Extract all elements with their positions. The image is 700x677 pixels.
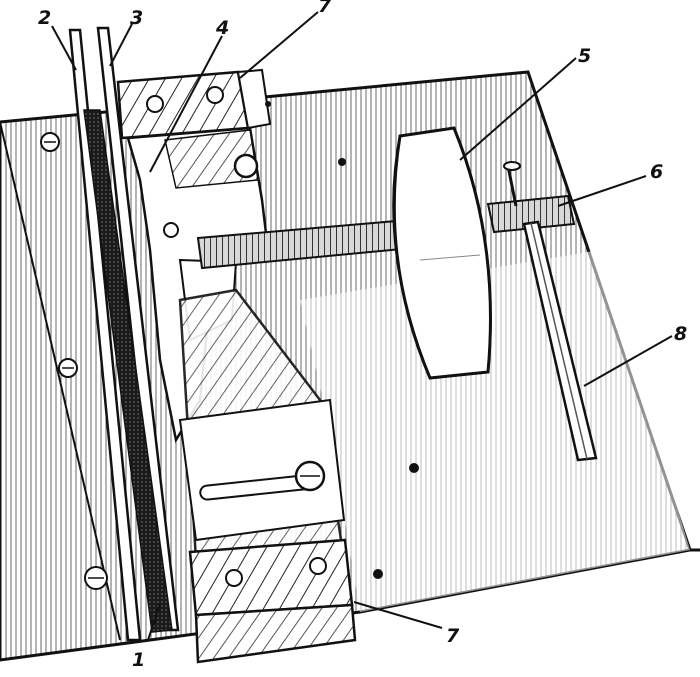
- callout-5: 5: [578, 45, 591, 67]
- callout-1: 1: [132, 649, 145, 671]
- adjust-knob: [233, 153, 259, 179]
- callout-7-top: 7: [318, 0, 332, 17]
- guide-slot: [522, 220, 598, 462]
- lower-guide: [178, 288, 352, 602]
- stop-clamp: [486, 161, 576, 234]
- plate-holes: [265, 101, 419, 579]
- callout-4: 4: [215, 17, 229, 39]
- carriage: [126, 126, 270, 444]
- guide-rails: [68, 26, 180, 642]
- callout-3: 3: [130, 7, 143, 29]
- callout-2: 2: [38, 7, 51, 29]
- callout-6: 6: [650, 161, 663, 183]
- leader-lines: [51, 11, 673, 641]
- left-strip: [0, 121, 121, 641]
- clamp-block-bottom: [188, 538, 357, 664]
- callout-7-bottom: 7: [446, 625, 460, 647]
- callout-8: 8: [674, 323, 687, 345]
